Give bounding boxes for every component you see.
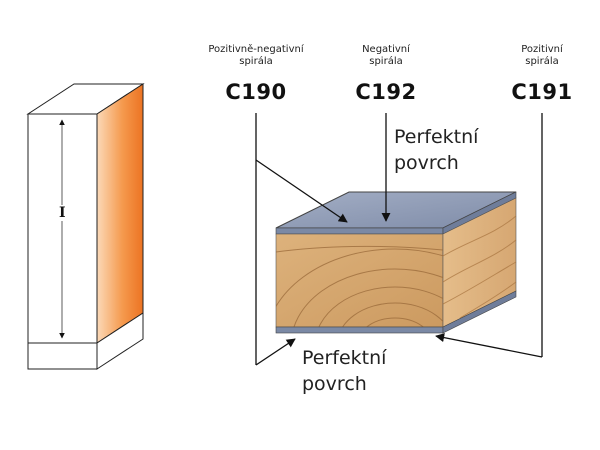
- bit-front-face: [27, 113, 98, 370]
- laminated-panel: [275, 191, 517, 334]
- surface-top-line2: povrch: [394, 152, 459, 174]
- leader-c191-bottom: [435, 333, 543, 358]
- bit-shank-side: [96, 312, 144, 370]
- surface-bottom-label: Perfektní povrch: [302, 345, 386, 397]
- surface-top-label: Perfektní povrch: [394, 124, 478, 176]
- tool-c190-type: Pozitivně-negativní spirála: [196, 44, 316, 68]
- leader-c190-top: [255, 159, 348, 223]
- tool-c191-type-line2: spirála: [525, 56, 559, 67]
- tool-c190-type-line2: spirála: [239, 56, 273, 67]
- leader-bottom-surface: [255, 338, 296, 366]
- leader-lines: [255, 113, 543, 366]
- router-bit-illustration: [26, 83, 145, 370]
- surface-top-line1: Perfektní: [394, 126, 479, 148]
- tool-c190-code: C190: [225, 80, 287, 104]
- tool-c192-code: C192: [355, 80, 417, 104]
- tool-c190-type-line1: Pozitivně-negativní: [208, 44, 304, 55]
- tool-c192-type-line2: spirála: [369, 56, 403, 67]
- surface-bottom-line2: povrch: [302, 373, 367, 395]
- tool-c191-code: C191: [511, 80, 573, 104]
- dimension-label: I: [58, 205, 67, 221]
- bit-cutting-edge: [96, 83, 144, 344]
- tool-c191-type: Pozitivní spirála: [492, 44, 592, 68]
- tool-c192-type: Negativní spirála: [336, 44, 436, 68]
- panel-bottom-laminate: [275, 326, 444, 334]
- surface-bottom-line1: Perfektní: [302, 347, 387, 369]
- wood-grain-side: [442, 215, 517, 319]
- tool-c191-type-line1: Pozitivní: [521, 44, 563, 55]
- wood-grain-front: [276, 245, 443, 327]
- tool-c192-type-line1: Negativní: [362, 44, 410, 55]
